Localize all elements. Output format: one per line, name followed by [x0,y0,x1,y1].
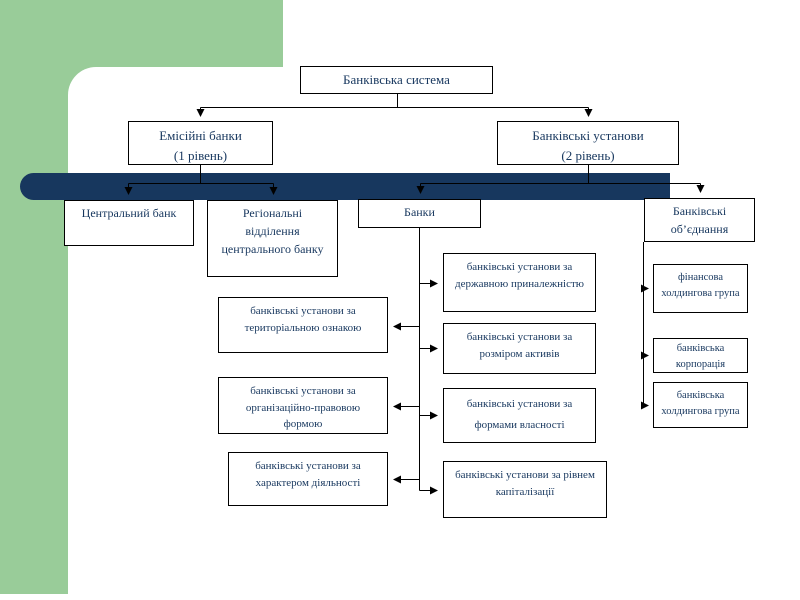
node-banking-holding-group: банківська холдингова група [653,382,748,428]
node-by-activity: банківські установи за характером діяльн… [228,452,388,506]
node-label: Емісійні банки [159,128,242,143]
node-label: Центральний банк [81,206,177,220]
timeline-bar [20,173,670,200]
node-label: Банківські установи [532,128,644,143]
node-by-ownership: банківські установи за формами власності [443,388,596,443]
node-banking-system: Банківська система [300,66,493,94]
node-label: Банківська система [343,72,450,87]
node-label: формою [283,418,323,430]
node-bank-associations: Банківські об’єднання [644,198,755,242]
node-label: банківські установи за рівнем [455,469,595,481]
node-label: корпорація [675,358,726,370]
node-banking-institutions: Банківські установи (2 рівень) [497,121,679,165]
node-label: (2 рівень) [561,147,615,163]
node-label: холдингова група [661,287,740,299]
node-regional-branches: Регіональні відділення центрального банк… [207,200,338,277]
node-central-bank: Центральний банк [64,200,194,246]
node-label: центрального банку [221,242,324,256]
node-label: Банківські [672,204,727,218]
node-label: територіальною ознакою [244,321,362,334]
node-label: банківські установи за [466,331,573,343]
node-banks: Банки [358,199,481,228]
node-by-legal-form: банківські установи за організаційно-пра… [218,377,388,434]
node-label: холдингова група [661,405,740,417]
node-label: банківські установи за [255,460,361,472]
node-label: капіталізації [495,485,555,498]
green-sidebar [0,0,68,594]
node-label: відділення [245,224,300,238]
node-label: Регіональні [242,206,303,220]
node-label: організаційно-правовою [245,401,361,414]
node-label: банківська [676,343,725,354]
node-label: розміром активів [479,347,560,360]
node-banking-corporation: банківська корпорація [653,338,748,373]
node-by-assets: банківські установи за розміром активів [443,323,596,374]
node-by-territory: банківські установи за територіальною оз… [218,297,388,353]
node-financial-holding-group: фінансова холдингова група [653,264,748,313]
node-by-state-affiliation: банківські установи за державною принале… [443,253,596,312]
node-label: банківська [676,390,725,401]
node-label: державною приналежністю [455,277,584,290]
node-label: банківські установи за [250,385,356,397]
node-label: Банки [404,205,435,219]
node-label: фінансова [677,272,723,283]
node-label: банківські установи за [250,305,356,317]
node-label: (1 рівень) [173,147,228,163]
node-label: характером діяльності [255,476,361,489]
node-by-capitalization: банківські установи за рівнем капіталіза… [443,461,607,518]
node-label: формами власності [474,418,565,431]
node-label: об’єднання [670,222,729,236]
node-label: банківські установи за [466,261,573,273]
node-emission-banks: Емісійні банки (1 рівень) [128,121,273,165]
node-label: банківські установи за [466,398,573,410]
